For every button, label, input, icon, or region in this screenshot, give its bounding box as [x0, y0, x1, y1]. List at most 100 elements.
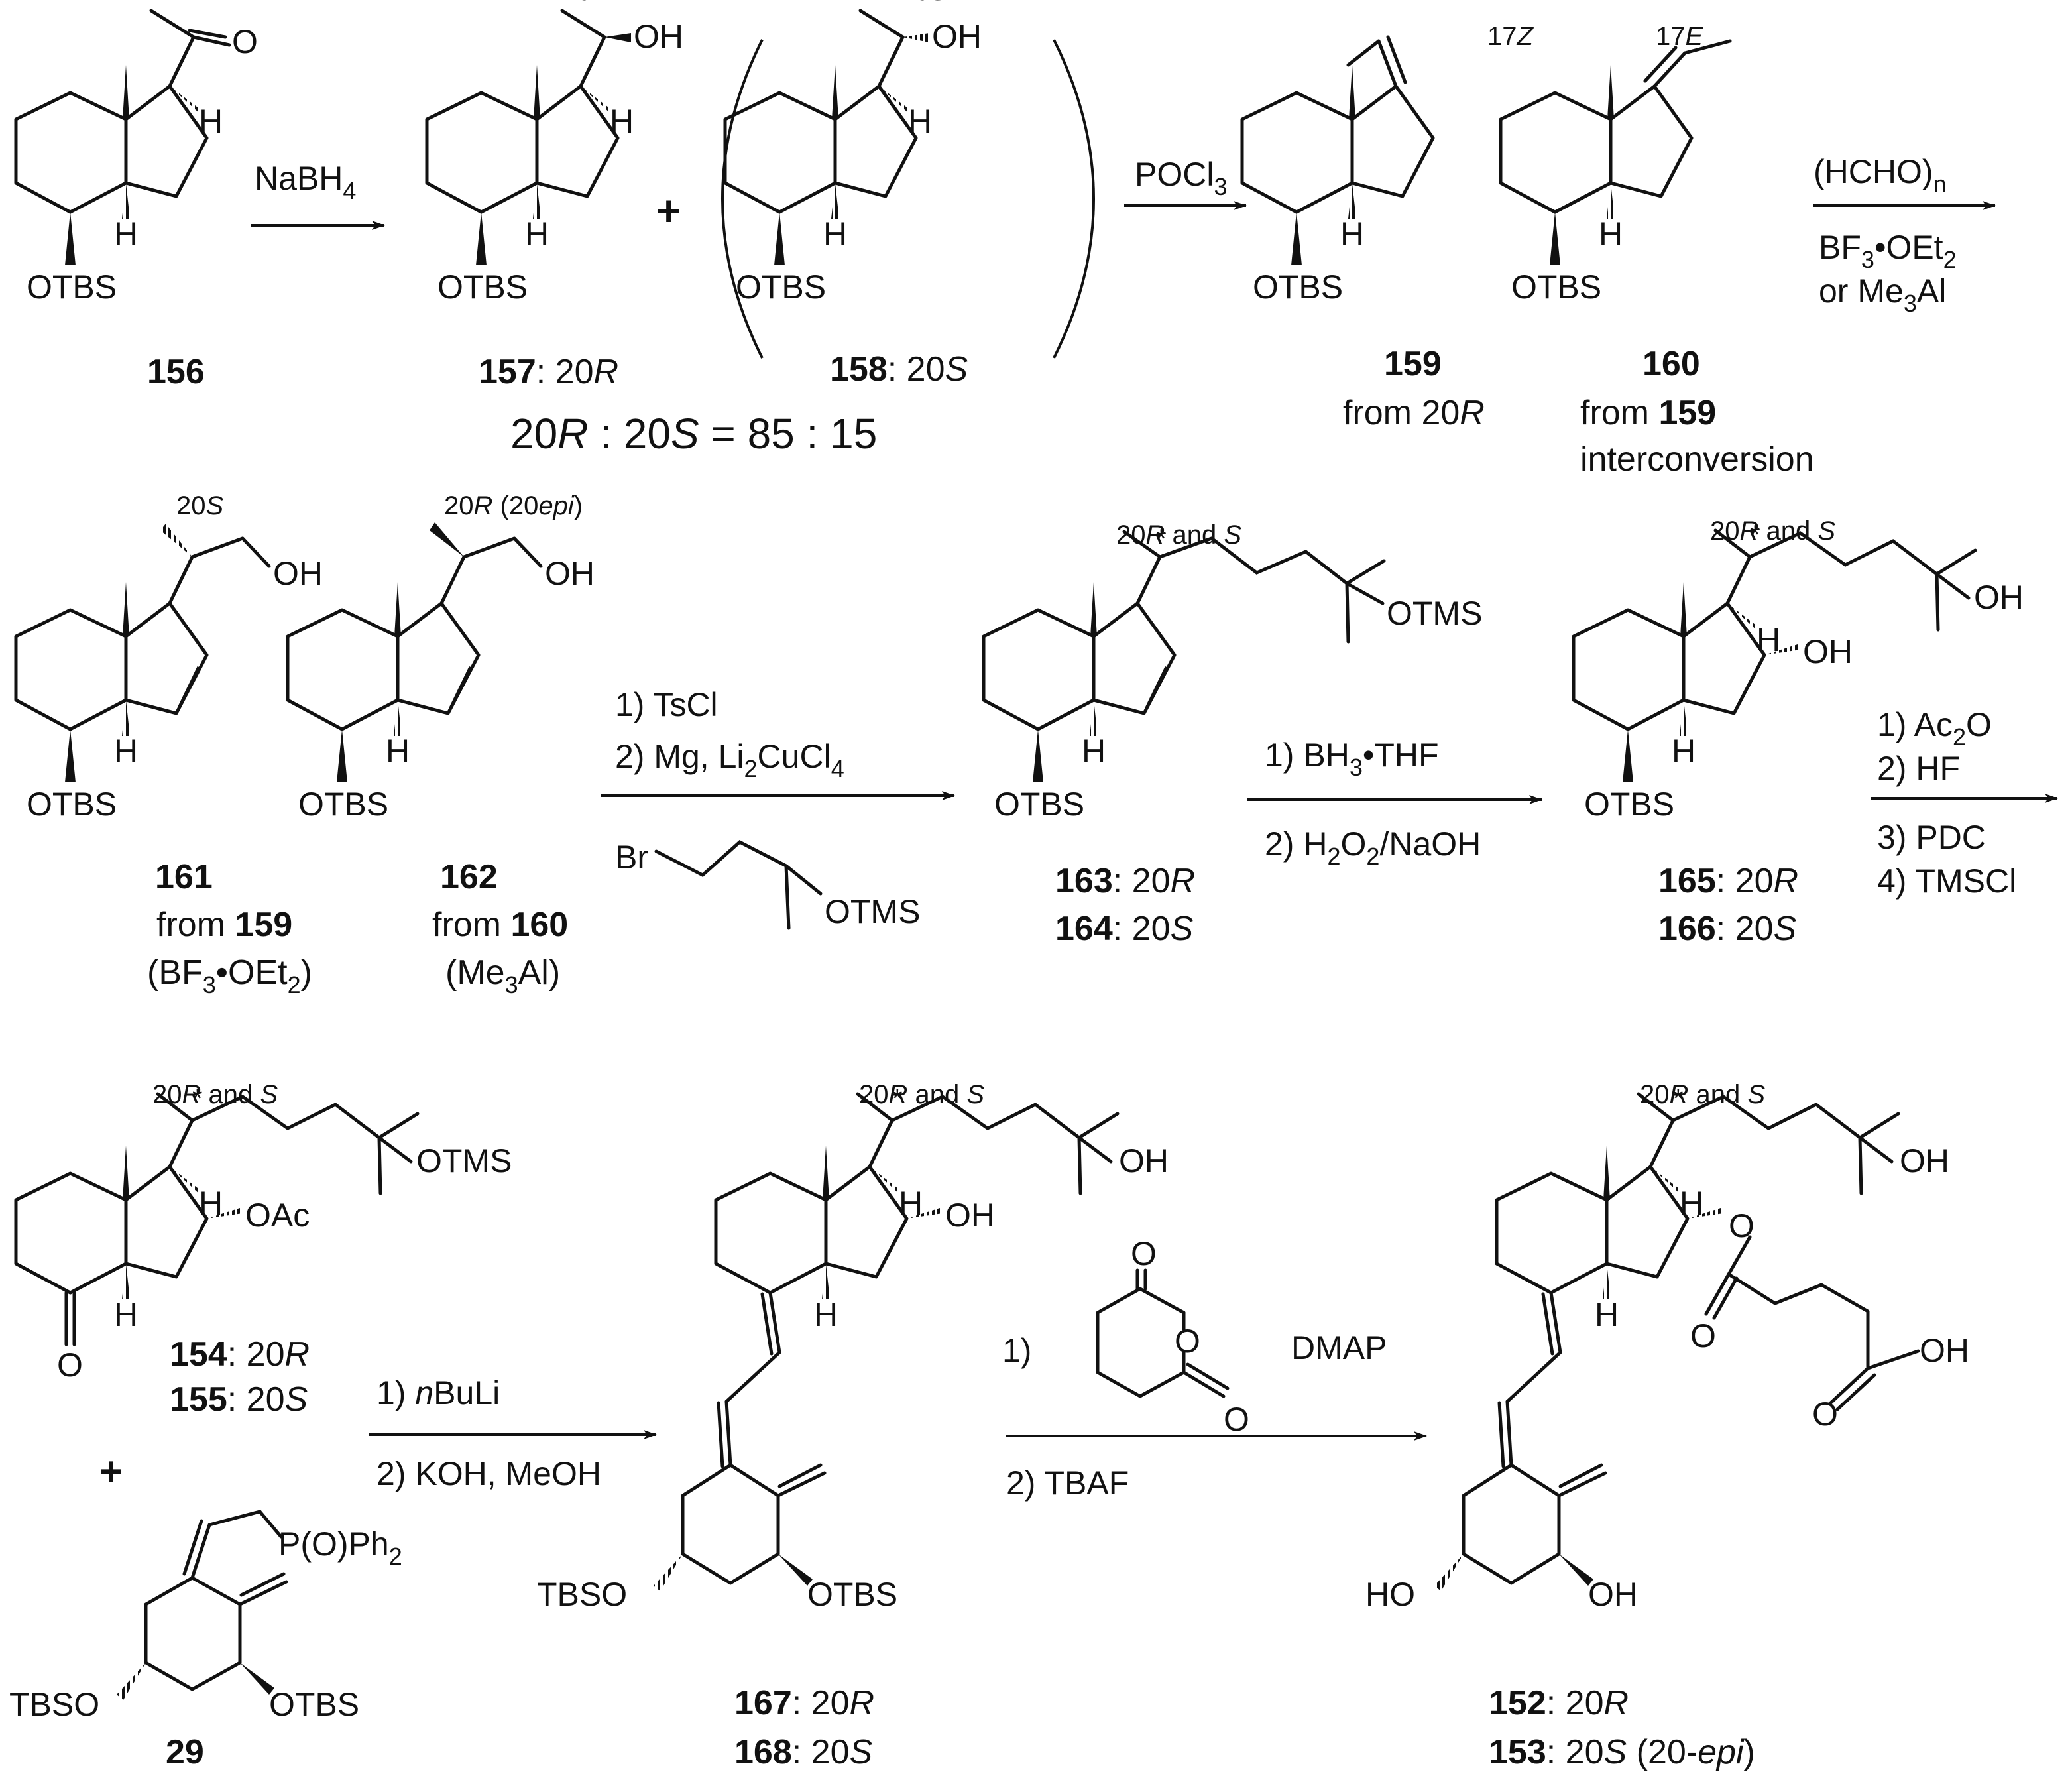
reagent-me3al: or Me3Al — [1819, 272, 1946, 317]
atom-o: O — [1729, 1207, 1755, 1244]
compound-154-155: 20R and S * OTMS H OAc H O — [16, 1080, 512, 1384]
atom-oh: OH — [945, 1197, 995, 1234]
compound-162: 20R (20epi) OH H OTBS — [288, 491, 595, 823]
atom-otbs: OTBS — [1253, 268, 1343, 306]
compound-157: 20R OH H H OTBS — [427, 0, 683, 306]
label-157: 157: 20R — [479, 353, 618, 391]
glutaric-anhydride: O O O — [1096, 1235, 1249, 1438]
label-165: 165: 20R — [1658, 862, 1798, 900]
reagent-tbaf: 2) TBAF — [1006, 1464, 1129, 1502]
plus-sign: + — [656, 187, 681, 235]
stereo-20rs: 20R and S — [1710, 516, 1835, 546]
svg-text:OTMS: OTMS — [825, 893, 920, 930]
compound-29: P(O)Ph2 TBSO OTBS — [9, 1510, 402, 1723]
compound-161: 20S OH H OTBS — [16, 491, 323, 823]
label-159-from: from 20R — [1343, 394, 1485, 432]
label-154: 154: 20R — [170, 1335, 310, 1374]
label-162-cond: (Me3Al) — [445, 953, 560, 998]
compound-165-166: 20R and S * OH H OH H OTBS — [1574, 516, 2024, 823]
atom-h: H — [1595, 1296, 1619, 1333]
atom-oh: OH — [1588, 1576, 1638, 1613]
compound-158: 20S OH H H OTBS — [725, 0, 982, 306]
compound-156: O H H OTBS — [16, 9, 258, 306]
reagent-nabh4: NaBH4 — [255, 160, 356, 204]
reagent-tmscl: 4) TMSCl — [1877, 863, 2016, 900]
atom-h: H — [899, 1185, 923, 1222]
bracket-right — [1053, 39, 1095, 359]
atom-oac: OAc — [245, 1197, 310, 1234]
atom-phosphine-oxide: P(O)Ph2 — [278, 1525, 402, 1570]
atom-otbs: OTBS — [27, 786, 117, 823]
reagent-step1: 1) — [1002, 1332, 1031, 1369]
atom-h: H — [908, 103, 932, 140]
atom-h: H — [610, 103, 634, 140]
atom-o: O — [1812, 1396, 1838, 1433]
stereo-17e: 17E — [1656, 22, 1704, 51]
reagent-hcho: (HCHO)n — [1813, 153, 1947, 198]
stereo-star: * — [892, 1084, 903, 1113]
reagent-mg: 2) Mg, Li2CuCl4 — [615, 738, 844, 782]
atom-h: H — [823, 215, 847, 253]
reagent-pdc: 3) PDC — [1877, 819, 1986, 856]
atom-tbso: TBSO — [537, 1576, 627, 1613]
stereo-20s: 20S — [900, 0, 948, 6]
atom-oh: OH — [1900, 1142, 1949, 1179]
reagent-h2o2: 2) H2O2/NaOH — [1265, 825, 1481, 870]
atom-otbs: OTBS — [994, 786, 1084, 823]
atom-oh: OH — [932, 18, 982, 55]
reagent-pocl3: POCl3 — [1135, 156, 1228, 200]
reagent-hf: 2) HF — [1877, 750, 1960, 787]
atom-ho: HO — [1365, 1576, 1415, 1613]
svg-text:O: O — [1224, 1401, 1249, 1438]
atom-h: H — [199, 103, 223, 140]
label-160: 160 — [1642, 345, 1700, 383]
plus-sign: + — [99, 1449, 123, 1494]
atom-h: H — [114, 1296, 138, 1333]
label-167: 167: 20R — [734, 1684, 874, 1722]
svg-text:O: O — [1175, 1323, 1200, 1360]
compound-159: 17Z H OTBS — [1242, 22, 1534, 306]
compound-152-153: 20R and S * OH H O O OH O H HO OH — [1365, 1080, 1969, 1613]
bracket-left — [721, 39, 764, 359]
label-156: 156 — [147, 353, 205, 391]
atom-otbs: OTBS — [736, 268, 826, 306]
stereo-20r: 20R — [562, 0, 610, 6]
atom-h: H — [114, 215, 138, 253]
stereo-star: * — [1750, 520, 1760, 550]
label-164: 164: 20S — [1055, 910, 1194, 948]
atom-oh: OH — [1803, 633, 1853, 670]
atom-h: H — [386, 733, 410, 770]
label-162: 162 — [440, 858, 498, 896]
label-160-from: from 159 — [1580, 394, 1716, 432]
label-162-from: from 160 — [432, 906, 568, 944]
atom-h: H — [114, 733, 138, 770]
reagent-bf3: BF3•OEt2 — [1819, 229, 1957, 273]
atom-h: H — [1672, 733, 1696, 770]
atom-otbs: OTBS — [437, 268, 528, 306]
atom-otbs: OTBS — [27, 268, 117, 306]
stereo-20rs: 20R and S — [1640, 1080, 1765, 1109]
compound-167-168: 20R and S * OH H OH H TBSO OTBS — [537, 1080, 1169, 1613]
stereo-20r-epi: 20R (20epi) — [444, 491, 583, 520]
atom-oh: OH — [1920, 1332, 1969, 1369]
stereo-20rs: 20R and S — [859, 1080, 984, 1109]
label-159: 159 — [1384, 345, 1442, 383]
label-160-note: interconversion — [1580, 440, 1814, 479]
reagent-dmap: DMAP — [1291, 1329, 1387, 1366]
label-163: 163: 20R — [1055, 862, 1195, 900]
atom-oh: OH — [273, 555, 323, 592]
atom-tbso: TBSO — [9, 1686, 99, 1723]
svg-text:O: O — [1131, 1235, 1157, 1272]
atom-oh: OH — [545, 555, 595, 592]
compound-163-164: 20R and S * OTMS H OTBS — [984, 520, 1482, 823]
label-29: 29 — [166, 1733, 204, 1771]
atom-oh: OH — [1974, 579, 2024, 616]
label-161: 161 — [155, 858, 213, 896]
ratio-text: 20R : 20S = 85 : 15 — [510, 410, 877, 457]
atom-h: H — [1340, 215, 1364, 253]
label-158: 158: 20S — [830, 350, 968, 388]
compound-160: 17E H OTBS — [1501, 22, 1732, 306]
label-152: 152: 20R — [1489, 1684, 1629, 1722]
atom-h: H — [1756, 621, 1780, 658]
